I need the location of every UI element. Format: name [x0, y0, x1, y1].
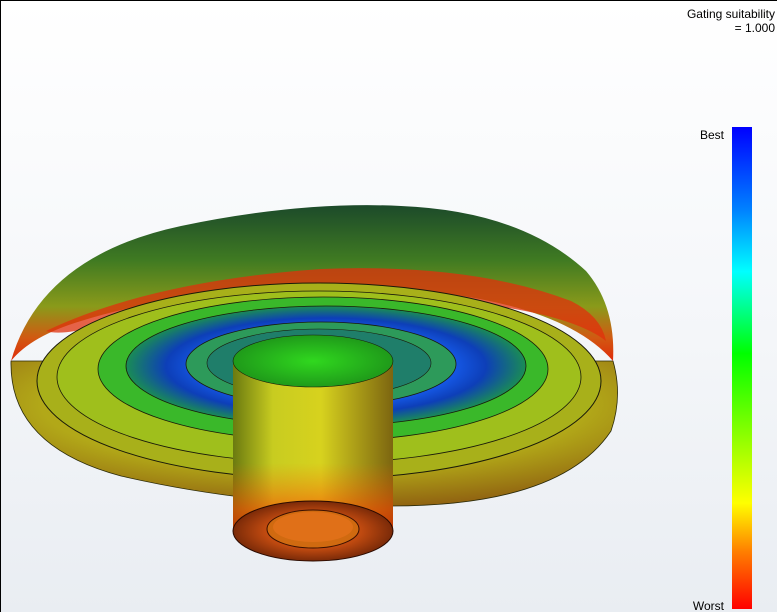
legend-worst-label: Worst	[692, 599, 724, 612]
result-title: Gating suitability = 1.000	[687, 7, 775, 35]
result-value: = 1.000	[734, 21, 775, 35]
result-name: Gating suitability	[686, 7, 775, 21]
color-legend-bar	[732, 127, 752, 609]
legend-best-label: Best	[699, 128, 724, 142]
